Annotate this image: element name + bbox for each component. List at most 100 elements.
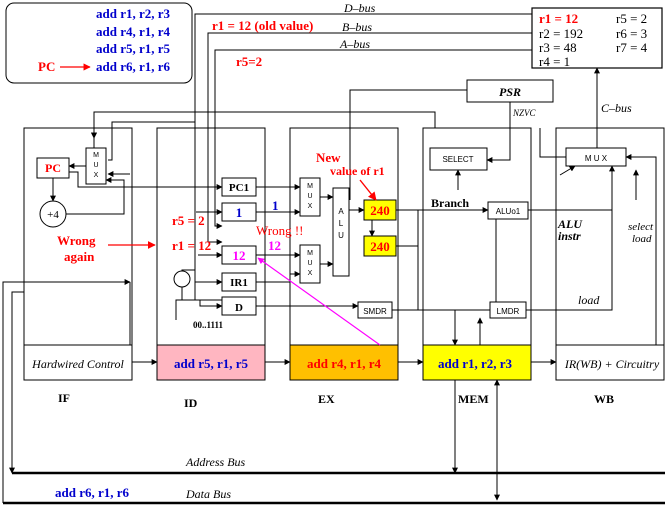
alu-u: U	[338, 231, 344, 240]
ex-value-bottom: 240	[363, 235, 397, 257]
annot-twelve: 12	[268, 238, 281, 253]
if-mux-m: M	[93, 152, 99, 159]
wb-wires	[539, 128, 657, 345]
alu-instr-label-2: instr	[558, 229, 581, 243]
alu-a: A	[338, 207, 344, 216]
program-instr-2: add r4, r1, r4	[96, 24, 171, 39]
d-bus-label: D–bus	[343, 1, 376, 15]
annot-wrong-again-1: Wrong	[57, 233, 96, 248]
reg-r4: r4 = 1	[539, 54, 570, 69]
select-load-label-1: select	[628, 221, 654, 233]
ex-mux-bottom-m: M	[307, 250, 313, 257]
annot-wrong: Wrong !!	[256, 223, 304, 238]
ex-mux-bottom-u: U	[307, 260, 312, 267]
ex-mux-bottom-x: X	[308, 270, 313, 277]
lower-buses	[2, 281, 665, 505]
psr-wires	[349, 89, 511, 200]
ex-mux-top-x: X	[308, 203, 313, 210]
ex-wires	[256, 90, 490, 346]
wb-mux-label: M U X	[585, 154, 608, 163]
reg-r7: r7 = 4	[616, 40, 648, 55]
immediate-label: 00..1111	[193, 320, 224, 330]
reg-r5: r5 = 2	[616, 11, 647, 26]
data-bus-label: Data Bus	[185, 487, 231, 501]
pc-label: PC	[45, 161, 61, 175]
d-label: D	[235, 302, 243, 314]
annot-r1-old: r1 = 12 (old value)	[212, 18, 313, 33]
annot-r5-id: r5 = 2	[172, 213, 205, 228]
c-bus-label: C–bus	[601, 101, 632, 115]
ex-value-top-text: 240	[370, 203, 390, 218]
reg-r2: r2 = 192	[539, 26, 583, 41]
ir1-register: IR1	[221, 272, 257, 292]
select-label: SELECT	[442, 155, 473, 164]
annot-new-1: New	[316, 150, 341, 165]
new-value-arrow	[359, 179, 377, 201]
id-reg-b-value: 12	[233, 248, 246, 263]
annot-r1-id: r1 = 12	[172, 238, 211, 253]
reg-r3: r3 = 48	[539, 40, 577, 55]
select-block: SELECT	[429, 147, 488, 171]
plus4-label: +4	[47, 209, 59, 221]
program-instr-3: add r5, r1, r5	[96, 41, 171, 56]
id-content: add r5, r1, r5	[174, 356, 249, 371]
id-sign-extend-node	[173, 270, 191, 288]
ex-mux-top: M U X	[299, 177, 321, 217]
branch-label: Branch	[431, 196, 469, 210]
select-load-label-2: load	[632, 233, 652, 245]
stage-name-if: IF	[58, 391, 70, 405]
smdr-label: SMDR	[363, 307, 387, 316]
wb-mux: M U X	[565, 147, 627, 167]
stage-name-wb: WB	[594, 392, 614, 406]
if-mux-u: U	[93, 162, 98, 169]
smdr-register: SMDR	[357, 301, 393, 319]
stage-name-ex: EX	[318, 392, 335, 406]
address-bus-label: Address Bus	[185, 455, 246, 469]
forward-hazard-arrow	[257, 257, 381, 346]
ex-value-top: 240	[363, 199, 397, 221]
annot-wrong-again-2: again	[64, 249, 95, 264]
ex-content: add r4, r1, r4	[307, 356, 382, 371]
annot-new-2: value of r1	[330, 164, 385, 178]
a-bus-label: A–bus	[339, 37, 370, 51]
program-instr-4: add r6, r1, r6	[96, 59, 171, 74]
stage-name-id: ID	[184, 396, 198, 410]
ir1-label: IR1	[230, 277, 248, 289]
ex-mux-top-m: M	[307, 183, 313, 190]
aluo1-register: ALUo1	[487, 201, 529, 220]
if-mux-x: X	[94, 172, 99, 179]
nzvc-label: NZVC	[512, 108, 537, 118]
annot-one-blue: 1	[272, 198, 279, 213]
if-wires	[24, 111, 436, 345]
ex-mux-top-u: U	[307, 193, 312, 200]
alu-block: A L U	[332, 187, 350, 277]
aluo1-label: ALUo1	[496, 207, 521, 216]
mem-content: add r1, r2, r3	[438, 356, 513, 371]
program-instr-1: add r1, r2, r3	[96, 6, 171, 21]
program-pc-label: PC	[38, 59, 55, 74]
ex-value-bottom-text: 240	[370, 239, 390, 254]
mem-wires	[455, 165, 615, 345]
wb-content: IR(WB) + Circuitry	[564, 357, 660, 371]
load-label: load	[578, 293, 600, 307]
if-mux: M U X	[85, 147, 107, 185]
id-reg-b: 12	[221, 245, 257, 265]
plus4-adder: +4	[39, 200, 67, 228]
lmdr-label: LMDR	[497, 307, 520, 316]
stage-name-mem: MEM	[458, 392, 489, 406]
id-reg-a-value: 1	[236, 205, 243, 220]
pc1-label: PC1	[229, 182, 249, 194]
lmdr-register: LMDR	[489, 301, 527, 319]
d-register: D	[221, 296, 257, 316]
pc1-register: PC1	[221, 177, 257, 197]
alu-instr-label-1: ALU	[557, 217, 583, 231]
reg-r6: r6 = 3	[616, 26, 647, 41]
psr-label: PSR	[499, 85, 521, 99]
id-wires	[175, 128, 223, 320]
if-content: Hardwired Control	[31, 357, 124, 371]
pc-register: PC	[36, 157, 70, 179]
id-reg-a: 1	[221, 202, 257, 222]
bottom-instruction: add r6, r1, r6	[55, 485, 130, 500]
annot-r5-top: r5=2	[236, 54, 262, 69]
